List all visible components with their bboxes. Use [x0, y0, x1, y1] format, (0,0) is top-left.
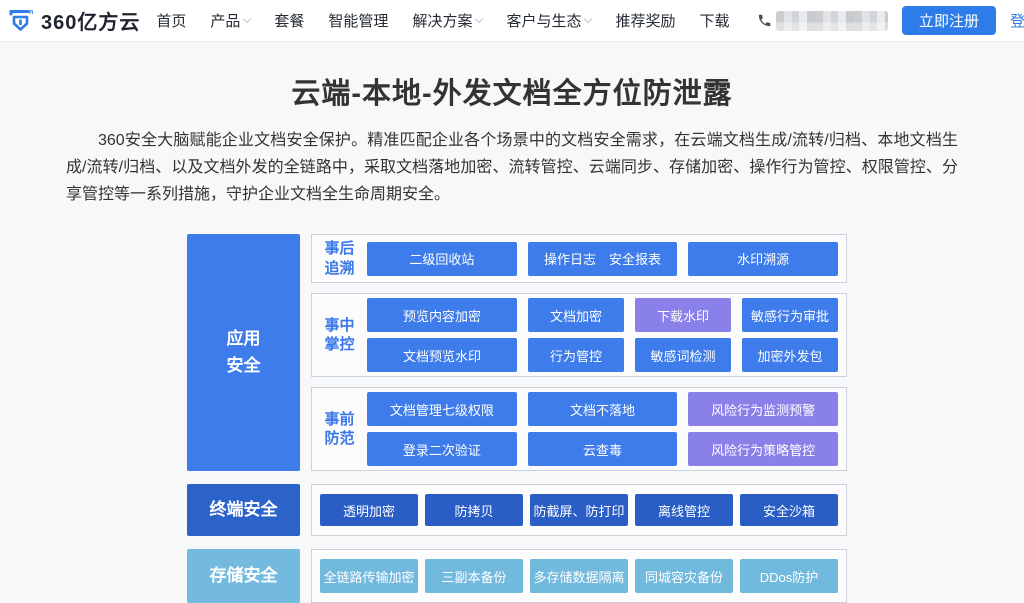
- nav-item-customers-ecosystem[interactable]: 客户与生态: [506, 10, 593, 31]
- feature-item: 安全沙箱: [740, 494, 838, 526]
- item-row: 透明加密 防拷贝 防截屏、防打印 离线管控 安全沙箱: [320, 494, 838, 526]
- phone-number: [757, 10, 888, 31]
- group-label: 事中 掌控: [324, 316, 355, 354]
- nav-item-products[interactable]: 产品: [210, 10, 252, 31]
- feature-item: 防截屏、防打印: [530, 494, 628, 526]
- logo-text: 360亿方云: [41, 12, 141, 34]
- feature-item: 预览内容加密: [367, 298, 517, 332]
- chevron-down-icon: [584, 14, 593, 24]
- group-label: 事前 防范: [324, 410, 355, 448]
- feature-item: 操作日志 安全报表: [527, 241, 678, 276]
- nav-item-plans[interactable]: 套餐: [274, 13, 305, 30]
- blurred-phone-number: [775, 10, 888, 31]
- feature-item: 敏感行为审批: [742, 298, 838, 332]
- page-description: 360安全大脑赋能企业文档安全保护。精准匹配企业各个场景中的文档安全需求，在云端…: [66, 132, 958, 203]
- feature-item: 行为管控: [528, 338, 624, 372]
- item-row: 二级回收站 操作日志 安全报表 水印溯源: [367, 241, 839, 276]
- svg-text:n: n: [29, 9, 33, 16]
- feature-item: 下载水印: [635, 298, 731, 332]
- group-label: 事后 追溯: [324, 240, 355, 277]
- group-pre-event-prevention: 事前 防范 文档管理七级权限 文档不落地 风险行为监测预警 登录二次验证 云查毒…: [311, 387, 847, 471]
- top-navbar: n 360亿方云 首页 产品 套餐 智能管理 解决方案 客户与生态: [0, 0, 1024, 42]
- nav-item-referral-rewards[interactable]: 推荐奖励: [615, 13, 676, 30]
- feature-item: 全链路传输加密: [320, 559, 418, 593]
- feature-item: 云查毒: [527, 432, 678, 466]
- nav-item-smart-management[interactable]: 智能管理: [328, 13, 389, 30]
- feature-item: 同城容灾备份: [635, 559, 733, 593]
- nav-item-solutions[interactable]: 解决方案: [412, 10, 484, 31]
- nav-item-home[interactable]: 首页: [156, 13, 187, 30]
- security-architecture-diagram: 应用 安全 事后 追溯 二级回收站 操作日志 安全报表 水印溯源: [187, 234, 847, 603]
- feature-item: 文档预览水印: [367, 338, 517, 372]
- header-right: 立即注册 登录: [757, 6, 1024, 35]
- feature-item: 风险行为策略管控: [688, 432, 839, 466]
- chevron-down-icon: [243, 14, 252, 24]
- storage-security-group: 全链路传输加密 三副本备份 多存储数据隔离 同城容灾备份 DDos防护: [311, 549, 847, 603]
- feature-item: 文档加密: [528, 298, 624, 332]
- feature-item: DDos防护: [740, 559, 838, 593]
- shield-logo-icon: n: [9, 9, 33, 31]
- feature-item: 多存储数据隔离: [530, 559, 628, 593]
- section-terminal-security: 终端安全 透明加密 防拷贝 防截屏、防打印 离线管控 安全沙箱: [187, 484, 847, 536]
- section-storage-security: 存储安全 全链路传输加密 三副本备份 多存储数据隔离 同城容灾备份 DDos防护: [187, 549, 847, 603]
- logo[interactable]: n 360亿方云: [8, 6, 140, 35]
- section-application-security: 应用 安全 事后 追溯 二级回收站 操作日志 安全报表 水印溯源: [187, 234, 847, 471]
- group-in-event-control: 事中 掌控 预览内容加密 文档加密 下载水印 敏感行为审批 文档预览水印 行为管…: [311, 293, 847, 377]
- chevron-down-icon: [475, 14, 484, 24]
- feature-item: 文档管理七级权限: [367, 392, 517, 426]
- feature-item: 风险行为监测预警: [688, 392, 839, 426]
- item-row: 登录二次验证 云查毒 风险行为策略管控: [367, 432, 839, 466]
- group-after-event-tracing: 事后 追溯 二级回收站 操作日志 安全报表 水印溯源: [311, 234, 847, 283]
- feature-item: 三副本备份: [425, 559, 523, 593]
- feature-item: 登录二次验证: [367, 432, 517, 466]
- phone-icon: [758, 14, 771, 27]
- item-row: 文档管理七级权限 文档不落地 风险行为监测预警: [367, 392, 839, 426]
- feature-item: 文档不落地: [527, 392, 678, 426]
- feature-item: 离线管控: [635, 494, 733, 526]
- register-button[interactable]: 立即注册: [901, 6, 996, 35]
- nav-item-download[interactable]: 下载: [699, 13, 730, 30]
- application-security-groups: 事后 追溯 二级回收站 操作日志 安全报表 水印溯源 事中 掌控: [311, 234, 847, 471]
- terminal-security-group: 透明加密 防拷贝 防截屏、防打印 离线管控 安全沙箱: [311, 484, 847, 536]
- item-row: 文档预览水印 行为管控 敏感词检测 加密外发包: [367, 338, 838, 372]
- item-row: 全链路传输加密 三副本备份 多存储数据隔离 同城容灾备份 DDos防护: [320, 559, 838, 593]
- feature-item: 透明加密: [320, 494, 418, 526]
- page-title: 云端-本地-外发文档全方位防泄露: [291, 78, 733, 110]
- main-nav: 首页 产品 套餐 智能管理 解决方案 客户与生态 推荐奖励: [156, 10, 729, 31]
- login-link[interactable]: 登录: [1009, 13, 1024, 30]
- terminal-security-label: 终端安全: [187, 484, 300, 536]
- item-row: 预览内容加密 文档加密 下载水印 敏感行为审批: [367, 298, 838, 332]
- feature-item: 加密外发包: [742, 338, 838, 372]
- feature-item: 二级回收站: [367, 241, 517, 276]
- application-security-label: 应用 安全: [187, 234, 300, 471]
- feature-item: 防拷贝: [425, 494, 523, 526]
- feature-item: 敏感词检测: [635, 338, 731, 372]
- feature-item: 水印溯源: [688, 241, 839, 276]
- storage-security-label: 存储安全: [187, 549, 300, 603]
